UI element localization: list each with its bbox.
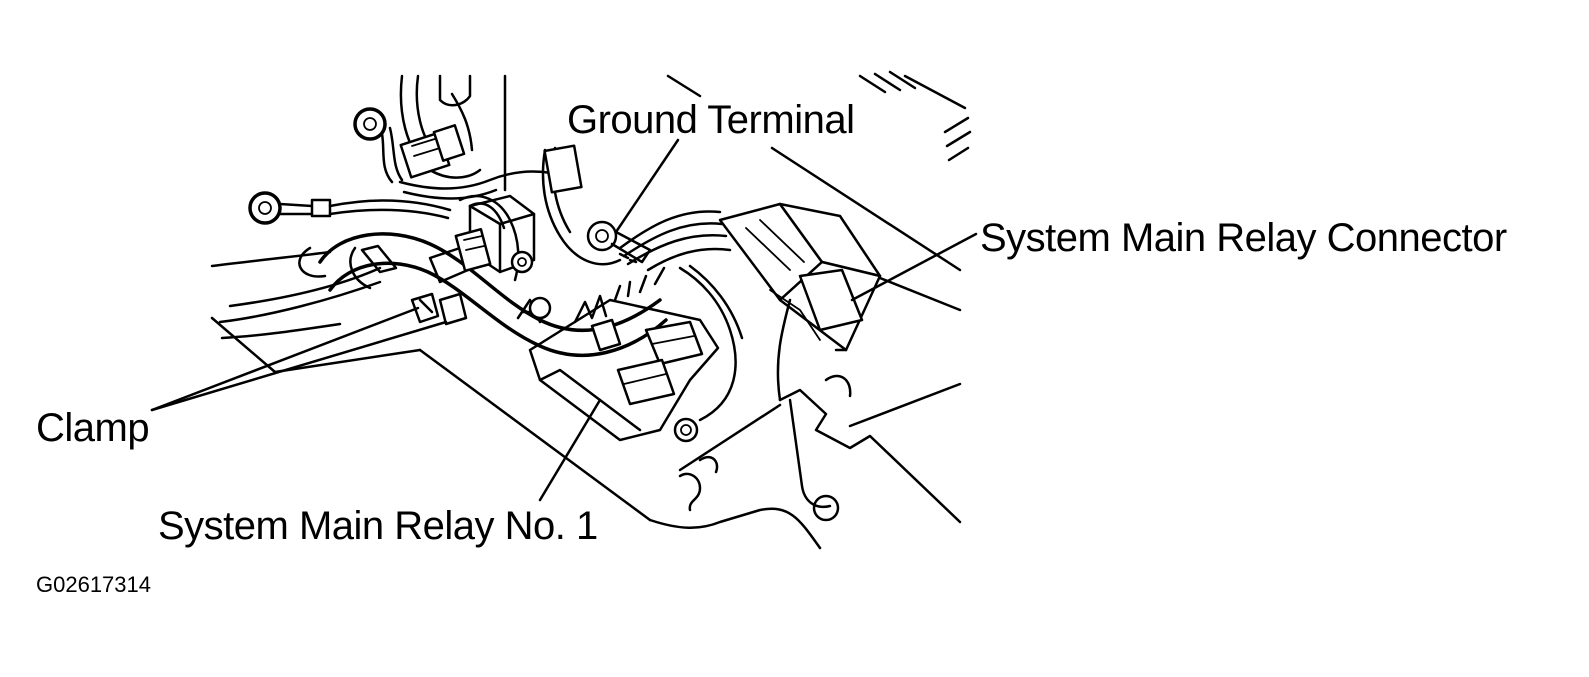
upper-left-harness	[399, 74, 507, 192]
relay-connector	[718, 202, 882, 352]
system-main-relay-connector-label: System Main Relay Connector	[980, 216, 1507, 260]
figure-id: G02617314	[36, 572, 151, 597]
connector-harness	[618, 210, 744, 422]
lower-left-wires	[210, 250, 422, 374]
clamp-label: Clamp	[36, 406, 150, 450]
system-main-relay-no-1-label: System Main Relay No. 1	[158, 504, 598, 548]
relay-body	[454, 194, 720, 443]
ground-terminal-label: Ground Terminal	[567, 98, 855, 142]
clamp-shapes	[360, 244, 470, 326]
ring-terminal-left	[248, 191, 452, 225]
lower-bracket	[418, 298, 962, 550]
leader-lines	[150, 138, 978, 502]
body-panel-lines	[666, 70, 972, 312]
ring-terminal-upper	[353, 107, 404, 184]
